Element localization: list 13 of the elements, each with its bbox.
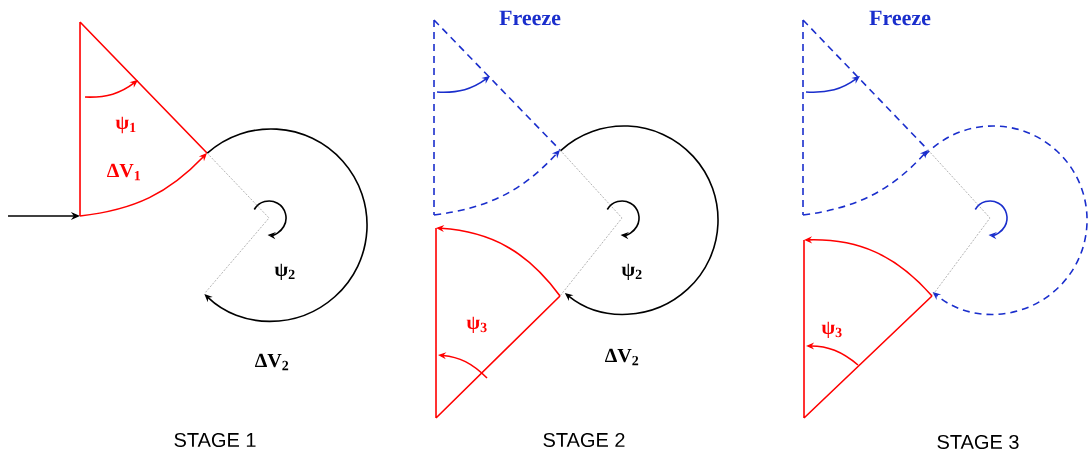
freeze-label: Freeze bbox=[869, 10, 931, 26]
angle-label: ψ$_{3}$ bbox=[466, 316, 487, 334]
angle-label: ψ$_{3}$ bbox=[821, 321, 842, 339]
stage-label: STAGE 3 bbox=[937, 434, 1019, 450]
freeze-label: Freeze bbox=[499, 10, 561, 26]
angle-label: ψ$_{2}$ bbox=[621, 263, 642, 281]
delta-v-label: ΔV$_{2}$ bbox=[255, 353, 289, 371]
delta-v-label: ΔV$_{2}$ bbox=[605, 348, 639, 366]
angle-label: ψ$_{1}$ bbox=[115, 116, 136, 134]
angle-label: ψ$_{2}$ bbox=[274, 263, 295, 281]
angle-label: ΔV$_{1}$ bbox=[107, 163, 141, 181]
stage-label: STAGE 2 bbox=[543, 432, 625, 448]
stage-label: STAGE 1 bbox=[174, 432, 256, 448]
